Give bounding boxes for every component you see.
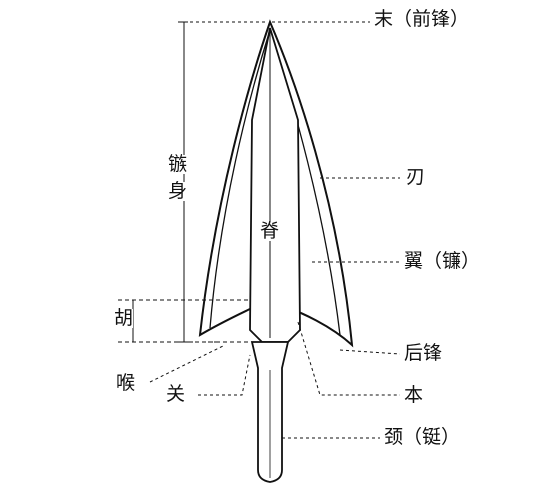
- leader-base: [297, 321, 400, 396]
- label-wing: 翼（镰）: [404, 250, 481, 272]
- label-tang: 颈（铤）: [384, 426, 461, 448]
- label-tip: 末（前锋）: [374, 8, 470, 30]
- label-ridge: 脊: [260, 220, 280, 242]
- label-body-top: 镞: [168, 153, 188, 175]
- label-base: 本: [404, 384, 424, 406]
- label-guard: 关: [166, 383, 186, 405]
- label-body-bottom: 身: [168, 180, 188, 202]
- label-edge: 刃: [406, 166, 426, 188]
- leader-rear-point: [339, 349, 401, 355]
- label-throat: 喉: [116, 372, 136, 394]
- left-inner-wing-line: [209, 29, 271, 329]
- label-barb-width: 胡: [114, 307, 134, 329]
- leader-throat: [149, 344, 226, 383]
- label-rear-point: 后锋: [404, 342, 443, 364]
- leader-guard: [198, 354, 251, 396]
